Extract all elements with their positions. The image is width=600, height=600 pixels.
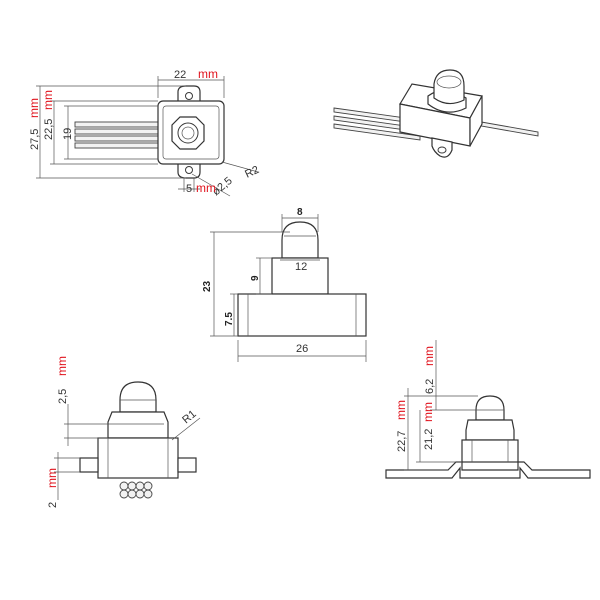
top-view: 22 mm 27,5 mm 22,5 mm 19 R2 ø2,5 5 mm — [27, 67, 261, 198]
right-collar — [465, 419, 515, 441]
right-button-cap — [475, 395, 505, 421]
center-base — [237, 293, 367, 337]
left-lead-height-value: 2 — [47, 502, 59, 508]
left-body — [97, 437, 179, 479]
top-hole-offset-value: 5 — [186, 183, 192, 195]
top-view-button — [171, 116, 205, 150]
right-cap-offset-unit: mm — [422, 346, 436, 366]
base-height-value: 7.5 — [224, 312, 235, 326]
top-view-leads — [74, 121, 168, 149]
top-height-body-unit: mm — [41, 90, 55, 110]
top-height-total-unit: mm — [27, 98, 41, 118]
center-side-view: 8 12 23 9 7.5 26 — [202, 207, 367, 362]
right-side-view: 6,2 mm 22,7 mm 21,2 mm — [385, 340, 591, 479]
total-height-value: 23 — [202, 280, 213, 292]
center-button-cap — [281, 221, 319, 259]
top-mount-hole — [185, 92, 193, 100]
iso-leads — [333, 107, 539, 141]
top-height-inner-value: 19 — [62, 128, 74, 140]
top-height-total-value: 27,5 — [29, 129, 41, 150]
left-leads — [119, 481, 153, 499]
stem-width-value: 12 — [295, 261, 307, 273]
bottom-mount-hole — [185, 166, 193, 174]
top-width-value: 22 — [174, 69, 186, 81]
left-cap-height-value: 2,5 — [57, 389, 69, 404]
iso-mount-ear — [431, 137, 453, 158]
right-total-height-value: 22,7 — [396, 431, 408, 452]
right-body-height-unit: mm — [421, 402, 435, 422]
cap-width-value: 8 — [297, 207, 303, 218]
iso-body-side — [469, 95, 483, 147]
iso-button-cap — [433, 69, 465, 105]
top-hole-offset-unit: mm — [196, 181, 216, 195]
isometric-view — [333, 69, 539, 158]
top-height-body-value: 22,5 — [43, 119, 55, 140]
right-total-height-unit: mm — [394, 400, 408, 420]
left-lead-height-unit: mm — [45, 468, 59, 488]
left-button-cap — [119, 381, 157, 413]
left-cap-height-unit: mm — [55, 356, 69, 376]
right-cap-offset-value: 6,2 — [424, 379, 436, 394]
stem-height-value: 9 — [250, 275, 261, 281]
left-radius-label: R1 — [180, 408, 198, 426]
base-width-value: 26 — [296, 343, 308, 355]
top-width-unit: mm — [198, 67, 218, 81]
top-mount-ear — [177, 85, 201, 105]
right-body — [461, 439, 519, 463]
left-collar — [107, 411, 169, 439]
center-stem — [271, 257, 329, 295]
left-side-view: 2,5 mm R1 2 mm — [45, 356, 201, 508]
top-radius-label: R2 — [243, 164, 261, 181]
right-body-height-value: 21,2 — [423, 429, 435, 450]
